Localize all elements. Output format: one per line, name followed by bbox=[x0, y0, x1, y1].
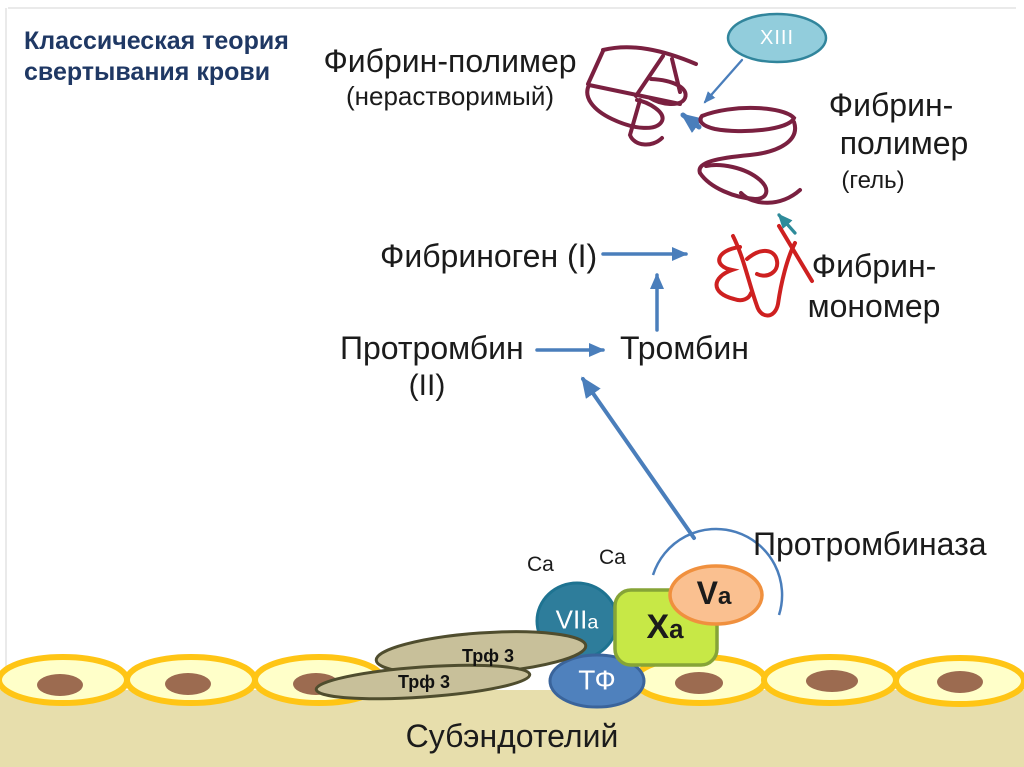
factor-va-ellipse bbox=[668, 564, 764, 626]
monomer-stroke bbox=[777, 224, 814, 283]
factor-va-label-main: V bbox=[696, 575, 718, 612]
factor-xiii-label: XIII bbox=[759, 26, 795, 49]
fibrin-monomer-drawing bbox=[714, 224, 814, 318]
monomer-stroke bbox=[731, 234, 797, 318]
platelet-factor3-label-upper: Трф 3 bbox=[461, 645, 515, 666]
mesh-stroke bbox=[648, 77, 688, 106]
factor-va-label-sub: a bbox=[717, 583, 732, 611]
factor-viia-label-sub: a bbox=[587, 611, 599, 634]
prothrombinase-arc bbox=[651, 527, 784, 616]
fibrin-monomer-label-line1: Фибрин- bbox=[811, 248, 937, 284]
cell-nucleus bbox=[165, 673, 211, 695]
factor-xa-label-main: X bbox=[646, 607, 670, 646]
mesh-stroke bbox=[627, 98, 664, 147]
mesh-stroke bbox=[586, 49, 605, 86]
mesh-stroke bbox=[601, 45, 698, 66]
arrow-monomer-to-gel bbox=[777, 213, 797, 235]
fibrin-polymer-insoluble-label: Фибрин-полимер bbox=[323, 43, 577, 79]
fibrin-polymer-gel-label-line1: Фибрин- bbox=[828, 87, 954, 123]
fibrin-polymer-gel-note: (гель) bbox=[841, 167, 905, 194]
fibrinogen-label: Фибриноген (I) bbox=[380, 238, 598, 274]
fibrin-polymer-insoluble-drawing bbox=[585, 45, 698, 147]
factor-xa-label-sub: a bbox=[669, 615, 684, 644]
prothrombin-label: Протромбин bbox=[340, 330, 524, 366]
factor-xiii-ellipse bbox=[726, 12, 828, 64]
ca-label-left: Ca bbox=[527, 553, 554, 576]
factor-xa-label: Xa bbox=[646, 608, 683, 646]
factor-va-label: Va bbox=[696, 575, 732, 612]
ca-label-right: Ca bbox=[599, 546, 626, 569]
arrow-gel-to-insoluble bbox=[680, 112, 703, 133]
fibrin-polymer-gel-drawing bbox=[697, 106, 802, 205]
prothrombinase-label: Протромбиназа bbox=[753, 526, 987, 562]
mesh-stroke bbox=[587, 83, 682, 106]
cell-nucleus bbox=[37, 674, 83, 696]
monomer-stroke bbox=[745, 249, 780, 278]
factor-viia-label: VIIa bbox=[556, 605, 599, 634]
platelet-factor3-label-lower: Трф 3 bbox=[397, 671, 451, 692]
mesh-stroke bbox=[585, 83, 665, 130]
cell-nuclei bbox=[37, 670, 983, 696]
fibrin-polymer-insoluble-note: (нерастворимый) bbox=[345, 81, 555, 111]
cell-nucleus bbox=[675, 672, 723, 694]
gel-stroke bbox=[697, 120, 798, 175]
thrombin-label: Тромбин bbox=[620, 330, 749, 366]
cell-nucleus bbox=[937, 671, 983, 693]
arrow-complex-to-thrombin bbox=[581, 376, 696, 540]
factor-viia-label-main: VII bbox=[555, 604, 588, 635]
cell-nucleus bbox=[806, 670, 858, 692]
slide-title: Классическая теория свертывания крови bbox=[24, 27, 289, 86]
tissue-factor-label: ТФ bbox=[578, 664, 616, 696]
tissue-factor-ellipse bbox=[548, 653, 646, 709]
subendothelium-label: Субэндотелий bbox=[405, 718, 619, 754]
prothrombin-numeral: (II) bbox=[408, 369, 446, 402]
arrow-xiii-to-gel bbox=[703, 58, 744, 104]
gel-stroke bbox=[698, 163, 769, 202]
gel-stroke bbox=[698, 106, 797, 134]
gel-stroke bbox=[739, 188, 802, 205]
platelet-factor3-ellipse-lower bbox=[314, 663, 532, 701]
mesh-stroke bbox=[634, 54, 665, 98]
monomer-stroke bbox=[714, 245, 753, 303]
fibrin-monomer-label-line2: мономер bbox=[807, 288, 941, 324]
fibrin-polymer-gel-label-line2: полимер bbox=[839, 125, 969, 161]
